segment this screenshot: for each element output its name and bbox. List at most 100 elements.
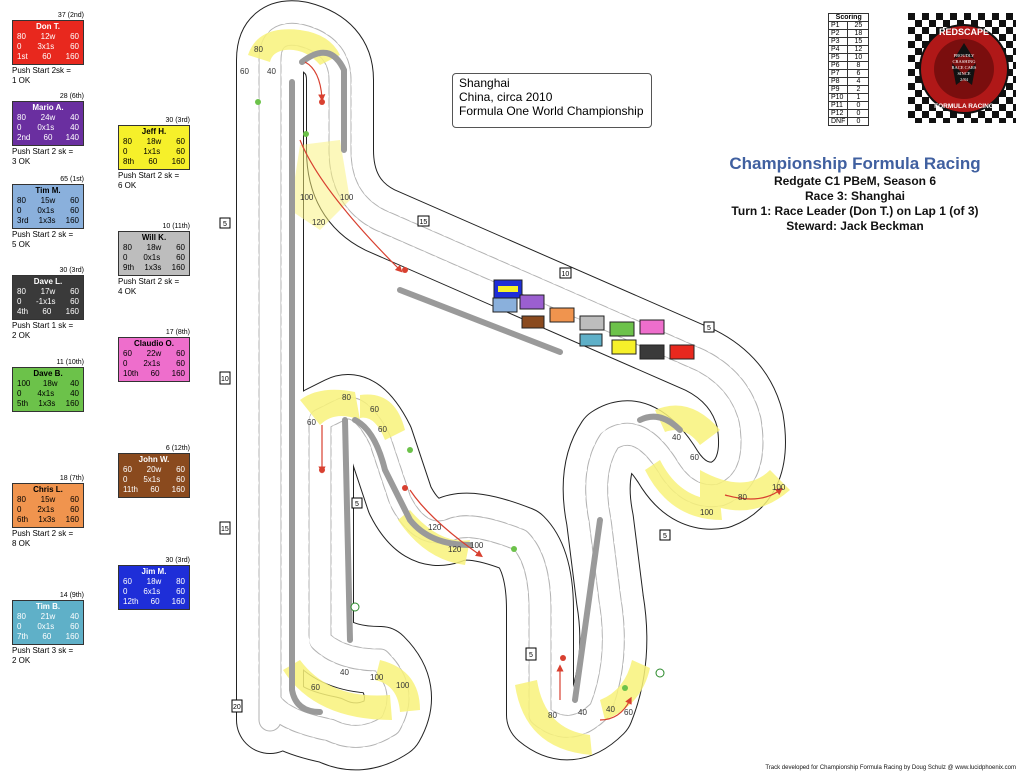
scoring-position: P12 bbox=[827, 109, 849, 118]
svg-text:40: 40 bbox=[340, 668, 349, 677]
svg-text:120: 120 bbox=[428, 523, 442, 532]
driver-name: Tim B. bbox=[35, 602, 61, 611]
svg-text:SINCE: SINCE bbox=[957, 71, 970, 76]
track-credit: Track developed for Championship Formula… bbox=[765, 765, 1016, 771]
driver-points: 37 (2nd) bbox=[57, 12, 84, 19]
scoring-points: 2 bbox=[847, 85, 870, 94]
speed-limits: 60 40 80 100 120 100 60 80 60 60 120 120… bbox=[240, 45, 786, 720]
redscape-logo: REDSCAPE PROUDLY CRASHING RACE CARS SINC… bbox=[908, 13, 1016, 123]
driver-points: 11 (10th) bbox=[56, 359, 85, 366]
location-era: China, circa 2010 bbox=[459, 90, 553, 104]
svg-text:100: 100 bbox=[396, 681, 410, 690]
svg-text:5: 5 bbox=[355, 501, 359, 508]
svg-text:60: 60 bbox=[624, 708, 633, 717]
driver-points: 14 (9th) bbox=[59, 592, 84, 599]
svg-text:80: 80 bbox=[342, 393, 351, 402]
scoring-position: P7 bbox=[827, 69, 849, 78]
svg-text:120: 120 bbox=[312, 218, 326, 227]
driver-points: 6 (12th) bbox=[165, 445, 190, 452]
logo-graphic: REDSCAPE PROUDLY CRASHING RACE CARS SINC… bbox=[908, 13, 1016, 123]
scoring-points: 15 bbox=[847, 37, 870, 46]
svg-text:5: 5 bbox=[707, 325, 711, 332]
driver-name: Jim M. bbox=[141, 567, 167, 576]
driver-name: Chris L. bbox=[33, 485, 63, 494]
scoring-position: P11 bbox=[827, 101, 849, 110]
svg-text:60: 60 bbox=[378, 425, 387, 434]
svg-text:60: 60 bbox=[690, 453, 699, 462]
svg-text:80: 80 bbox=[738, 493, 747, 502]
svg-text:120: 120 bbox=[448, 545, 462, 554]
push-start: Push Start 2sk =1 OK bbox=[12, 66, 71, 85]
scoring-position: DNF bbox=[827, 117, 849, 126]
push-start: Push Start 2 sk =3 OK bbox=[12, 147, 74, 166]
driver-name: Dave L. bbox=[33, 277, 63, 286]
svg-text:CRASHING: CRASHING bbox=[952, 59, 976, 64]
driver-points: 10 (11th) bbox=[162, 223, 191, 230]
svg-text:5: 5 bbox=[223, 221, 227, 228]
driver-name: John W. bbox=[138, 455, 170, 464]
scoring-points: 4 bbox=[847, 77, 870, 86]
driver-points: 65 (1st) bbox=[60, 176, 84, 183]
scoring-points: 8 bbox=[847, 61, 870, 70]
scoring-points: 0 bbox=[847, 101, 870, 110]
scoring-position: P6 bbox=[827, 61, 849, 70]
driver-points: 18 (7th) bbox=[59, 475, 84, 482]
location-name: Shanghai bbox=[459, 76, 510, 90]
svg-text:60: 60 bbox=[307, 418, 316, 427]
scoring-position: P9 bbox=[827, 85, 849, 94]
svg-text:10: 10 bbox=[221, 376, 229, 383]
driver-points: 28 (6th) bbox=[59, 93, 84, 100]
scoring-points: 18 bbox=[847, 29, 870, 38]
driver-points: 30 (3rd) bbox=[165, 557, 190, 564]
svg-text:60: 60 bbox=[240, 67, 249, 76]
scoring-position: P3 bbox=[827, 37, 849, 46]
svg-text:15: 15 bbox=[221, 526, 229, 533]
svg-text:80: 80 bbox=[254, 45, 263, 54]
svg-text:REDSCAPE: REDSCAPE bbox=[939, 27, 989, 37]
season-line: Redgate C1 PBeM, Season 6 bbox=[773, 174, 937, 188]
driver-points: 30 (3rd) bbox=[165, 117, 190, 124]
svg-text:FORMULA RACING: FORMULA RACING bbox=[934, 103, 994, 110]
driver-name: Tim M. bbox=[35, 186, 61, 195]
svg-text:2/84: 2/84 bbox=[960, 77, 969, 82]
svg-text:60: 60 bbox=[370, 405, 379, 414]
svg-text:100: 100 bbox=[772, 483, 786, 492]
steward-line: Steward: Jack Beckman bbox=[786, 219, 924, 233]
svg-text:5: 5 bbox=[529, 652, 533, 659]
walls bbox=[289, 49, 683, 715]
svg-text:5: 5 bbox=[663, 533, 667, 540]
scoring-position: P10 bbox=[827, 93, 849, 102]
driver-name: Will K. bbox=[141, 233, 167, 242]
scoring-points: 1 bbox=[847, 93, 870, 102]
driver-name: Dave B. bbox=[33, 369, 63, 378]
svg-text:10: 10 bbox=[562, 271, 570, 278]
driver-points: 17 (8th) bbox=[165, 329, 190, 336]
